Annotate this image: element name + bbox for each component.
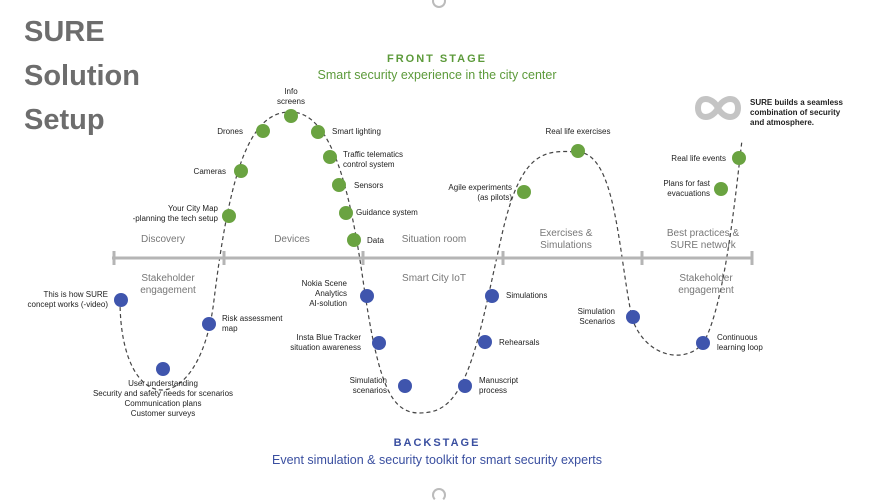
back-point-dot xyxy=(202,317,216,331)
front-point-dot xyxy=(347,233,361,247)
back-point-dot xyxy=(696,336,710,350)
back-point-dot xyxy=(485,289,499,303)
stage-label-back: Smart City IoT xyxy=(402,273,466,284)
stage-label-front: Situation room xyxy=(402,234,466,245)
front-point-dot xyxy=(714,182,728,196)
back-point-label: Simulations xyxy=(506,291,547,300)
stage-axis-ticks xyxy=(112,251,754,265)
front-point-label: Your City Map-planning the tech setup xyxy=(133,204,219,223)
front-point-label: Real life exercises xyxy=(546,127,611,136)
back-point-dot xyxy=(360,289,374,303)
partial-circle-mark-top xyxy=(432,0,446,8)
front-point-label: Guidance system xyxy=(356,208,418,217)
backstage-subtitle: Event simulation & security toolkit for … xyxy=(272,453,602,467)
title-line-1: SURE xyxy=(24,16,105,48)
title-line-2: Solution xyxy=(24,60,140,92)
front-point-dot xyxy=(222,209,236,223)
front-point-dot xyxy=(571,144,585,158)
back-point-dot xyxy=(626,310,640,324)
title-line-3: Setup xyxy=(24,104,105,136)
front-point-label: Real life events xyxy=(671,154,726,163)
stage-labels: Discovery Devices Situation room Exercises … xyxy=(140,228,739,296)
front-point-dot xyxy=(339,206,353,220)
front-point-dot xyxy=(517,185,531,199)
front-point-dot xyxy=(311,125,325,139)
front-point-label: Drones xyxy=(217,127,243,136)
back-point-dot xyxy=(398,379,412,393)
front-stage-title: FRONT STAGE xyxy=(386,53,487,65)
front-point-label: Data xyxy=(367,236,384,245)
stage-label-front: Best practices &SURE network xyxy=(667,228,740,251)
front-point-label: Agile experiments(as pilots) xyxy=(448,183,512,202)
front-point-label: Cameras xyxy=(194,167,226,176)
front-point-dot xyxy=(732,151,746,165)
back-point-dot xyxy=(372,336,386,350)
front-point-dot xyxy=(234,164,248,178)
infinity-icon xyxy=(694,96,742,120)
front-point-dot xyxy=(284,109,298,123)
journey-points: Your City Map-planning the tech setup Cam… xyxy=(28,87,764,418)
front-point-label: Sensors xyxy=(354,181,383,190)
back-point-dot xyxy=(156,362,170,376)
front-point-dot xyxy=(332,178,346,192)
front-point-label: Smart lighting xyxy=(332,127,381,136)
backstage-title: BACKSTAGE xyxy=(393,437,481,449)
journey-curve xyxy=(119,111,743,414)
stage-label-front: Exercises &Simulations xyxy=(540,228,593,251)
front-point-dot xyxy=(256,124,270,138)
front-point-dot xyxy=(323,150,337,164)
front-stage-subtitle: Smart security experience in the city ce… xyxy=(317,68,557,82)
back-point-dot xyxy=(478,335,492,349)
back-point-dot xyxy=(114,293,128,307)
back-point-label: Rehearsals xyxy=(499,338,539,347)
back-point-dot xyxy=(458,379,472,393)
stage-label-front: Discovery xyxy=(141,234,185,245)
stage-label-front: Devices xyxy=(274,234,310,245)
partial-circle-mark-bottom xyxy=(432,488,446,502)
